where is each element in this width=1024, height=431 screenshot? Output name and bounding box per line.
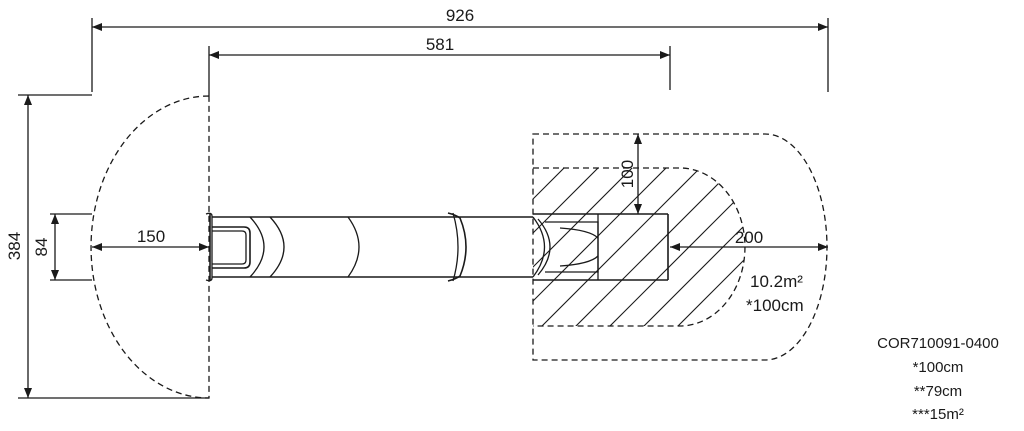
hatch-line	[533, 168, 685, 326]
overall-width-dimension: 926	[91, 6, 829, 92]
hatch-line	[533, 168, 583, 326]
tube-joint-1	[249, 216, 265, 278]
product-fall-height: *100cm	[913, 359, 964, 376]
tube-exit	[532, 216, 546, 278]
hatch-line	[535, 168, 745, 326]
hatch-line	[264, 150, 514, 400]
product-platform-height: **79cm	[914, 383, 962, 400]
product-code: COR710091-0400	[877, 335, 999, 352]
left-clearance-label: 150	[137, 227, 165, 246]
top-clearance-label: 100	[618, 160, 637, 188]
overall-height-dimension: 384	[5, 94, 209, 399]
overall-width-label: 926	[446, 6, 474, 25]
right-clearance-label: 200	[735, 228, 763, 247]
hatch-line	[533, 168, 745, 326]
right-clearance-dimension: 200	[670, 228, 828, 251]
tube-flange	[447, 212, 467, 282]
overall-height-label: 384	[5, 232, 24, 260]
hatch-line	[603, 168, 745, 326]
impact-zone-label: 10.2m² *100cm	[746, 272, 804, 315]
inner-width-dimension: 581	[208, 35, 671, 96]
hatch-line	[569, 168, 745, 326]
product-info: COR710091-0400 *100cm **79cm ***15m²	[877, 335, 999, 423]
hatch-line	[533, 168, 549, 326]
product-total-area: ***15m²	[912, 406, 964, 423]
right-safety-zone	[532, 133, 828, 361]
hatch-line	[533, 168, 719, 326]
hatch-line	[230, 150, 480, 400]
tube-joint-2	[269, 216, 285, 278]
zone-area-label: 10.2m²	[750, 272, 803, 291]
tube-slide	[205, 212, 669, 282]
hatch-line	[533, 168, 617, 326]
inner-width-label: 581	[426, 35, 454, 54]
hatch-line	[533, 168, 651, 326]
top-clearance-dimension: 100	[618, 134, 642, 214]
tube-joint-3	[347, 216, 360, 278]
hatch-line	[774, 150, 1024, 400]
zone-height-label: *100cm	[746, 296, 804, 315]
left-safety-zone	[90, 95, 210, 399]
tube-height-label: 84	[32, 238, 51, 257]
left-clearance-dimension: 150	[92, 227, 209, 251]
tube-height-dimension: 84	[32, 213, 92, 281]
